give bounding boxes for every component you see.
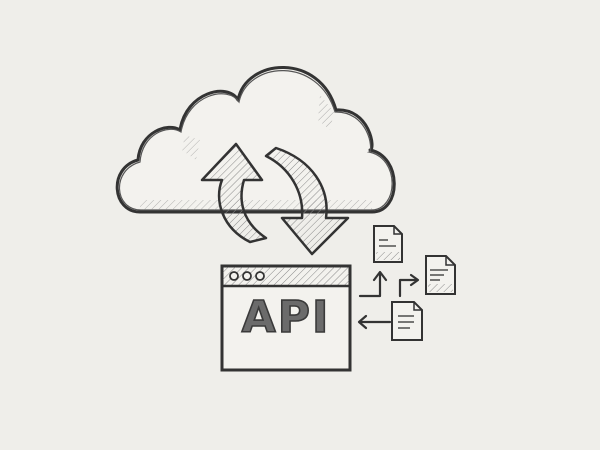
cloud-icon bbox=[115, 66, 396, 214]
api-window-icon bbox=[220, 264, 352, 372]
document-bottom-icon bbox=[391, 301, 423, 341]
sync-arrows-icon bbox=[200, 142, 350, 256]
api-label: API bbox=[241, 291, 331, 344]
flow-arrows-icon bbox=[357, 270, 420, 330]
document-top-icon bbox=[373, 225, 403, 263]
document-right-icon bbox=[425, 255, 456, 295]
